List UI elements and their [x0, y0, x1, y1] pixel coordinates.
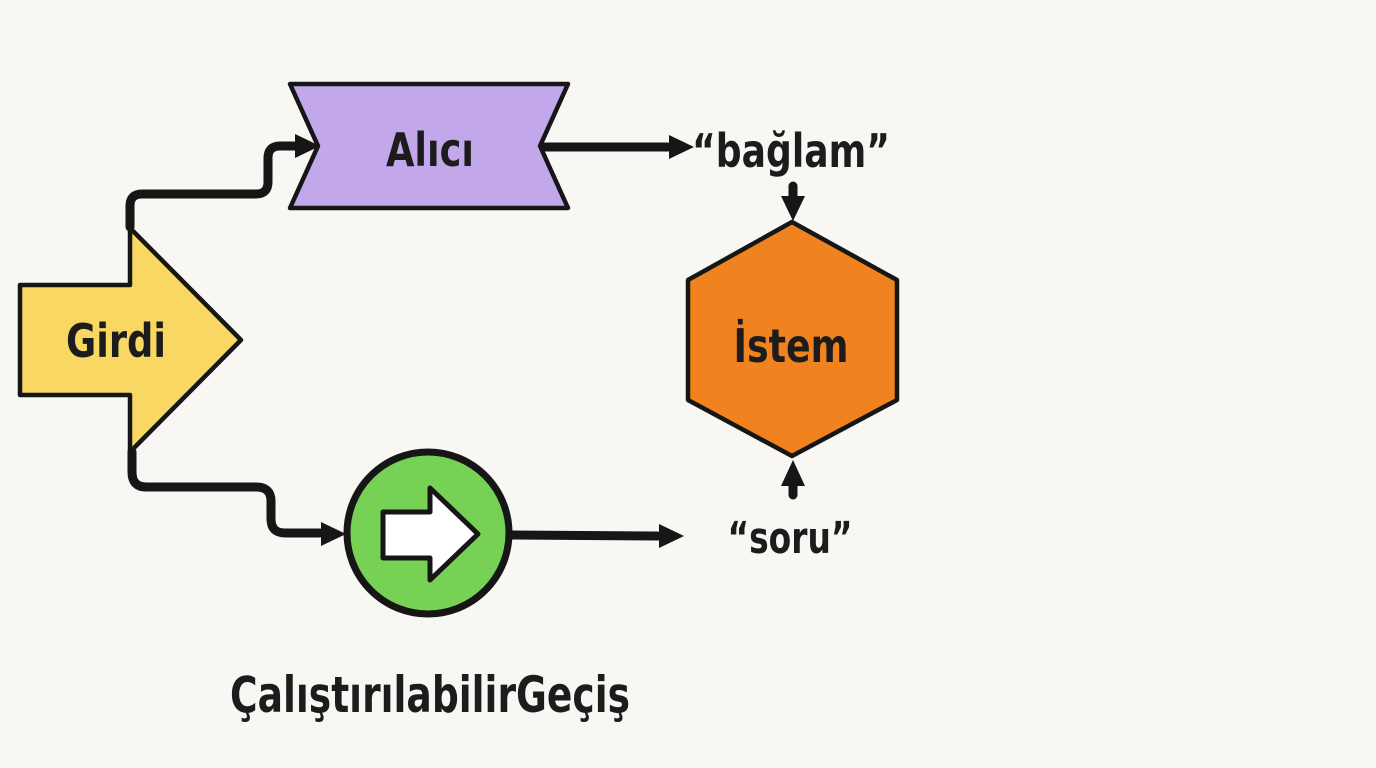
runnable-forward-arrow-icon — [380, 485, 481, 583]
input-label: Girdi — [66, 314, 166, 368]
question-label: “soru” — [728, 513, 853, 564]
arrowhead-into-context — [669, 135, 694, 159]
prompt-hexagon-shape — [685, 219, 900, 459]
context-label: “bağlam” — [692, 124, 890, 178]
arrowhead-into-question — [659, 524, 684, 548]
arrowhead-into-runnable — [321, 522, 346, 546]
arrowhead-context-to-prompt — [781, 196, 805, 221]
prompt-label: İstem — [734, 319, 849, 373]
connector-input-to-retriever — [125, 141, 301, 232]
connector-runnable-to-question — [507, 530, 663, 541]
connector-lines — [125, 141, 798, 541]
arrowhead-question-to-prompt — [781, 460, 805, 486]
input-arrow-shape — [17, 225, 244, 455]
node-runnable — [343, 448, 513, 618]
node-input: Girdi — [17, 225, 244, 455]
arrowhead-into-retriever — [295, 134, 320, 158]
caption-label: ÇalıştırılabilirGeçiş — [230, 666, 630, 724]
node-prompt: İstem — [685, 219, 900, 459]
arrowheads — [295, 134, 805, 548]
connector-input-to-runnable — [127, 447, 325, 538]
retriever-banner-shape — [287, 81, 571, 211]
node-retriever: Alıcı — [287, 81, 571, 211]
retriever-label: Alıcı — [386, 123, 474, 177]
